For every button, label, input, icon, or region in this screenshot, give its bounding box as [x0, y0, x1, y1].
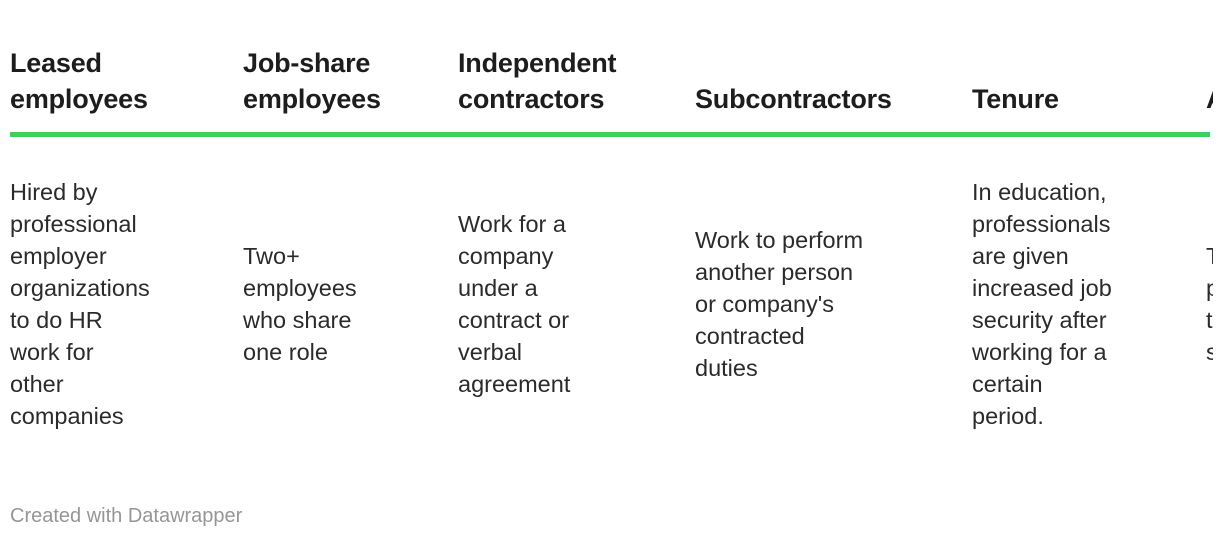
datawrapper-credit-link[interactable]: Created with Datawrapper [10, 505, 243, 527]
col-header-subcontractors: Subcontractors [695, 84, 892, 114]
table-row: Hired by professional employer organizat… [0, 137, 1213, 471]
cell-leased-employees: Hired by professional employer organizat… [10, 179, 150, 429]
table-header-row: Leased employees Job-share employees Ind… [0, 0, 1213, 132]
cell-clipped: T p t s [1206, 243, 1213, 365]
col-header-leased-employees: Leased employees [10, 48, 148, 114]
data-table: Leased employees Job-share employees Ind… [0, 0, 1213, 471]
col-header-tenure: Tenure [972, 84, 1059, 114]
col-header-job-share-employees: Job-share employees [243, 48, 381, 114]
header-divider-rule [10, 132, 1210, 137]
col-header-independent-contractors: Independent contractors [458, 48, 617, 114]
cell-tenure: In education, professionals are given in… [972, 179, 1112, 429]
cell-job-share-employees: Two+ employees who share one role [243, 243, 357, 365]
cell-independent-contractors: Work for a company under a contract or v… [458, 211, 571, 397]
col-header-clipped: A [1206, 81, 1213, 117]
cell-subcontractors: Work to perform another person or compan… [695, 227, 864, 381]
